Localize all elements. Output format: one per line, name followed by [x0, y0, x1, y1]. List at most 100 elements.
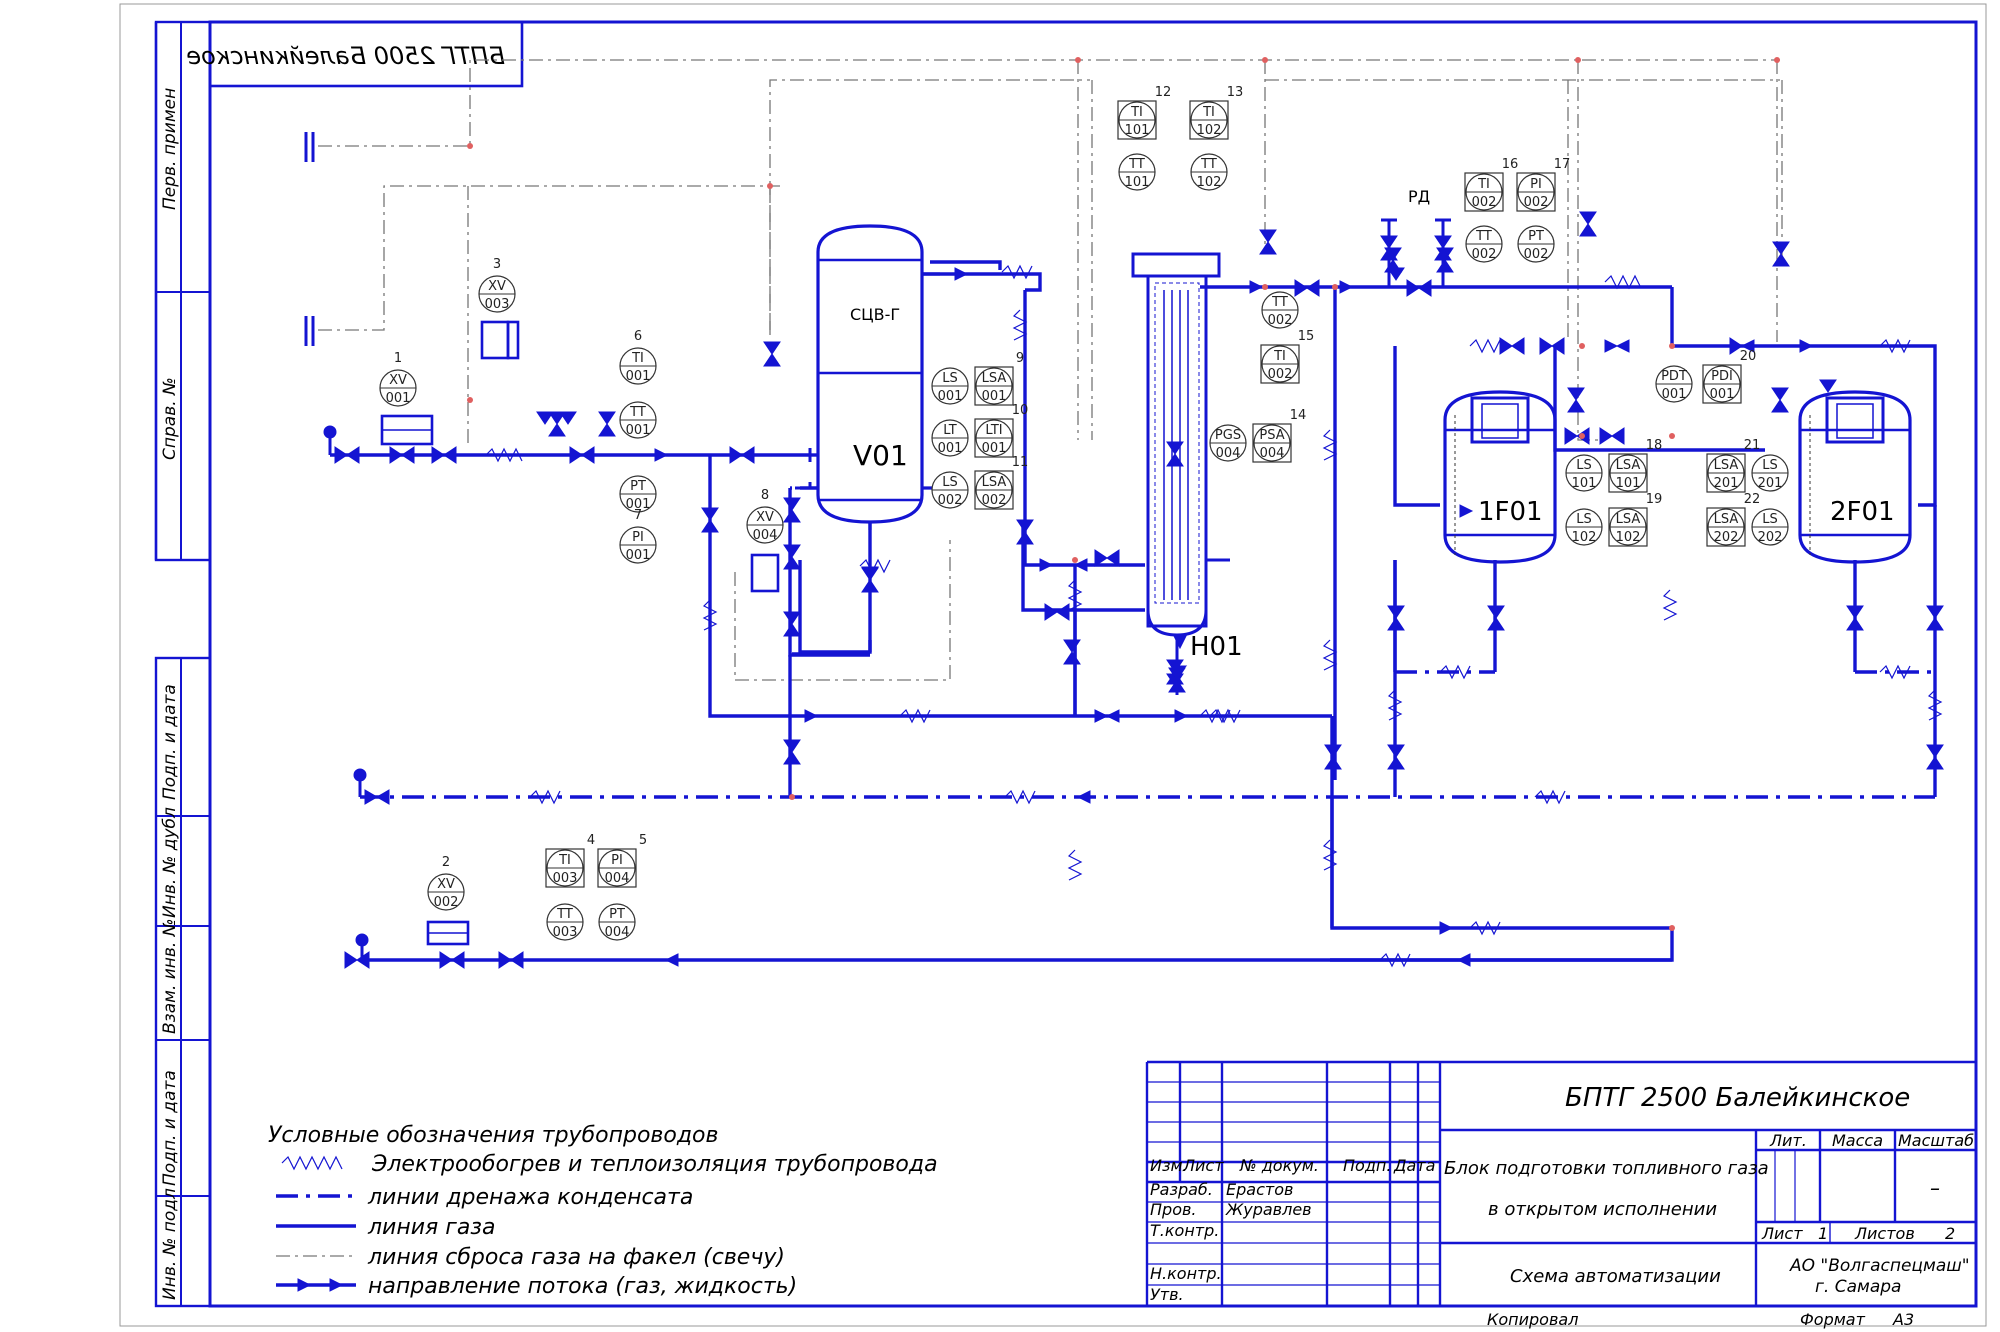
sheet-outer-border — [119, 3, 1987, 1327]
instrument-number: 101 — [1616, 476, 1641, 491]
mirrored-stamp: БПТГ 2500 Балейкинское — [186, 20, 524, 88]
instrument-number: 001 — [626, 548, 651, 563]
v01-tag: V01 — [853, 439, 908, 472]
h01-tag: H01 — [1190, 632, 1243, 662]
tb-row-tkontr: Т.контр. — [1150, 1221, 1219, 1240]
instrument-code: XV — [389, 373, 407, 388]
side-label-6: Инв. № подл — [160, 1188, 180, 1300]
side-label-4: Взам. инв. № — [160, 919, 180, 1034]
side-label-5: Подп. и дата — [160, 1070, 180, 1186]
instrument-code: PDI — [1711, 369, 1733, 384]
tb-city: г. Самара — [1815, 1277, 1901, 1297]
instrument-number: 001 — [1710, 387, 1735, 402]
instrument-position: 16 — [1502, 157, 1519, 172]
tb-sheets-label: Листов — [1854, 1224, 1915, 1243]
instrument-number: 004 — [605, 925, 630, 940]
instrument-code: PT — [1528, 229, 1544, 244]
tb-scale-value: – — [1930, 1176, 1940, 1200]
legend-item-1: линии дренажа конденсата — [367, 1185, 693, 1210]
instrument-code: LT — [943, 423, 956, 438]
instrument-position: 2 — [442, 855, 450, 870]
instrument-number: 002 — [1472, 247, 1497, 262]
instrument-position: 13 — [1227, 85, 1244, 100]
instrument-number: 003 — [553, 925, 578, 940]
instrument-code: XV — [437, 877, 455, 892]
instrument-number: 201 — [1714, 476, 1739, 491]
instrument-pt-004: PT 004 — [598, 903, 636, 941]
instrument-code: TI — [1130, 105, 1143, 120]
legend-title: Условные обозначения трубопроводов — [268, 1123, 718, 1148]
instrument-number: 003 — [553, 871, 578, 886]
legend-item-4: направление потока (газ, жидкость) — [368, 1274, 797, 1299]
instrument-code: LS — [1762, 512, 1778, 527]
tb-desc-1: Блок подготовки топливного газа — [1444, 1158, 1769, 1179]
instrument-position: 19 — [1646, 492, 1663, 507]
instrument-number: 102 — [1572, 530, 1597, 545]
instrument-code: LSA — [1714, 458, 1739, 473]
tb-desc-2: в открытом исполнении — [1488, 1199, 1717, 1220]
legend-item-0: Электрообогрев и теплоизоляция трубопров… — [371, 1152, 938, 1177]
tb-row-utv: Утв. — [1150, 1285, 1184, 1304]
instrument-code: LSA — [982, 475, 1007, 490]
instrument-code: TT — [1128, 157, 1145, 172]
v01-label: СЦВ-Г — [850, 305, 900, 324]
instrument-code: PT — [609, 907, 625, 922]
instrument-number: 002 — [434, 895, 459, 910]
instrument-number: 002 — [1472, 195, 1497, 210]
instrument-code: LS — [1576, 458, 1592, 473]
tb-col-data: Дата — [1393, 1156, 1435, 1175]
instrument-code: TT — [1475, 229, 1492, 244]
instrument-pdi-001: PDI 001 20 — [1702, 349, 1757, 404]
instrument-position: 12 — [1155, 85, 1172, 100]
instrument-number: 001 — [982, 441, 1007, 456]
instrument-tt-002: TT 002 — [1465, 225, 1503, 263]
instrument-code: LSA — [982, 371, 1007, 386]
side-label-1: Справ. № — [160, 377, 180, 460]
title-block-text: БПТГ 2500 Балейкинское Блок подготовки т… — [1150, 1083, 1974, 1329]
side-stamp: Перв. примен Справ. № Подп. и дата Инв. … — [154, 20, 212, 1308]
legend: Условные обозначения трубопроводов Элект… — [268, 1123, 938, 1299]
instrument-code: XV — [756, 510, 774, 525]
instrument-code: TI — [631, 351, 644, 366]
instrument-number: 001 — [938, 441, 963, 456]
instrument-number: 002 — [982, 493, 1007, 508]
vessel-v01: СЦВ-Г V01 — [795, 224, 940, 530]
instrument-position: 5 — [639, 833, 647, 848]
instrument-number: 102 — [1197, 123, 1222, 138]
instrument-lt-001: LT 001 — [931, 419, 969, 457]
instrument-code: LSA — [1616, 458, 1641, 473]
instrument-position: 20 — [1740, 349, 1757, 364]
instrument-position: 21 — [1744, 438, 1761, 453]
instrument-number: 202 — [1714, 530, 1739, 545]
instrument-code: PSA — [1259, 428, 1284, 443]
instrument-number: 002 — [938, 493, 963, 508]
instrument-number: 004 — [1260, 446, 1285, 461]
tb-row-prov: Пров. — [1150, 1200, 1197, 1219]
instrument-number: 004 — [753, 528, 778, 543]
tb-col-podp: Подп. — [1343, 1156, 1391, 1175]
rd-marker: РД — [1408, 187, 1430, 206]
instrument-number: 001 — [1662, 387, 1687, 402]
instrument-number: 001 — [938, 389, 963, 404]
tb-name-razrab: Ерастов — [1226, 1180, 1293, 1199]
instrument-code: LSA — [1616, 512, 1641, 527]
instrument-position: 4 — [587, 833, 595, 848]
actuator-boxes — [380, 320, 780, 946]
